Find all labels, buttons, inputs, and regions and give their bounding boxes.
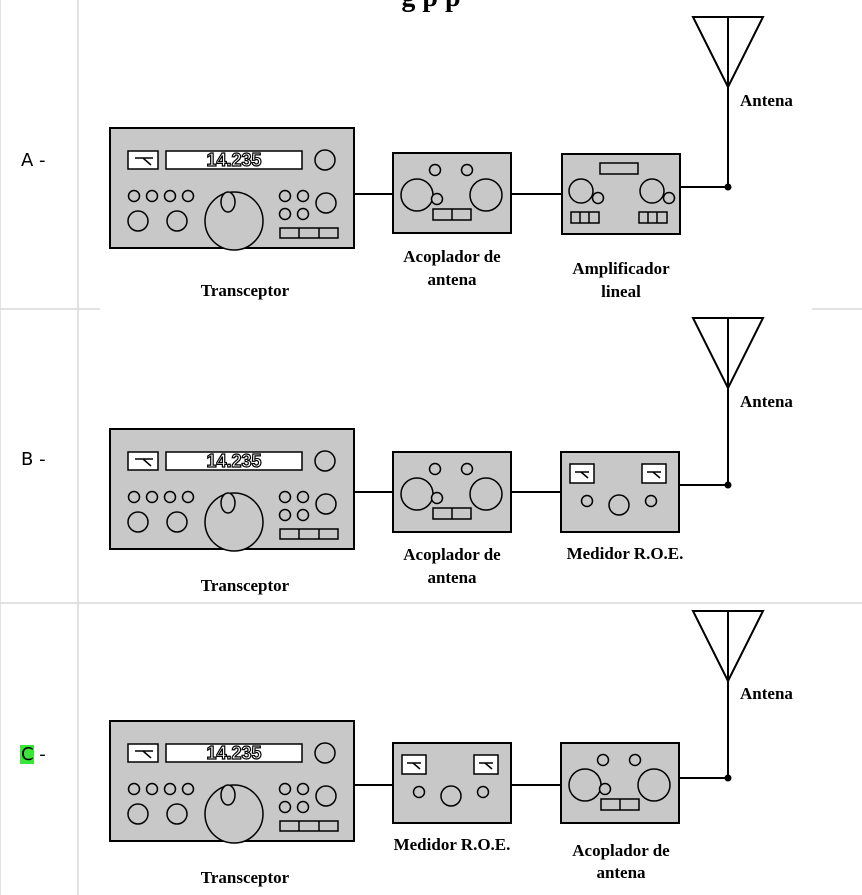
row-c: C - 14.235 Antena Transceptor Medidor R.…: [20, 610, 793, 887]
frequency-display-b: 14.235: [206, 451, 261, 471]
device1-label-b-line2: antena: [427, 568, 477, 587]
device1-label-a-line1: Acoplador de: [403, 247, 501, 266]
antenna-c: [692, 610, 764, 682]
antenna-label-c: Antena: [740, 684, 793, 703]
row-c-label: C -: [21, 744, 46, 765]
device2-label-c-line2: antena: [596, 863, 646, 882]
antenna-b: [692, 317, 764, 389]
antenna-label-b: Antena: [740, 392, 793, 411]
transceiver-b: 14.235: [109, 428, 355, 552]
transceiver-label-a: Transceptor: [201, 281, 290, 300]
row-b-label: B -: [21, 449, 46, 470]
tuner-b: [392, 451, 512, 533]
amplifier-a: [561, 153, 681, 235]
transceiver-c: 14.235: [109, 720, 355, 844]
tuner-c: [560, 742, 680, 824]
antenna-label-a: Antena: [740, 91, 793, 110]
row-c-highlight: [20, 745, 34, 764]
frequency-display-a: 14.235: [206, 150, 261, 170]
device2-label-c-line1: Acoplador de: [572, 841, 670, 860]
page-title-cut-off: g p p: [0, 0, 862, 14]
swr-meter-b: [560, 451, 680, 533]
device1-label-c-line1: Medidor R.O.E.: [394, 835, 511, 854]
device1-label-b-line1: Acoplador de: [403, 545, 501, 564]
device1-label-a-line2: antena: [427, 270, 477, 289]
transceiver-label-b: Transceptor: [201, 576, 290, 595]
frequency-display-c: 14.235: [206, 743, 261, 763]
device2-label-a-line1: Amplificador: [572, 259, 670, 278]
row-a: A - 14.235 Antena Transceptor Acoplador …: [21, 16, 793, 301]
transceiver-a: 14.235: [109, 127, 355, 251]
device2-label-b-line1: Medidor R.O.E.: [567, 544, 684, 563]
row-a-label: A -: [21, 150, 46, 171]
row-b: B - 14.235 Antena Transceptor Acoplador …: [21, 317, 793, 595]
antenna-a: [692, 16, 764, 88]
device2-label-a-line2: lineal: [601, 282, 641, 301]
transceiver-label-c: Transceptor: [201, 868, 290, 887]
tuner-a: [392, 152, 512, 234]
swr-meter-c: [392, 742, 512, 824]
